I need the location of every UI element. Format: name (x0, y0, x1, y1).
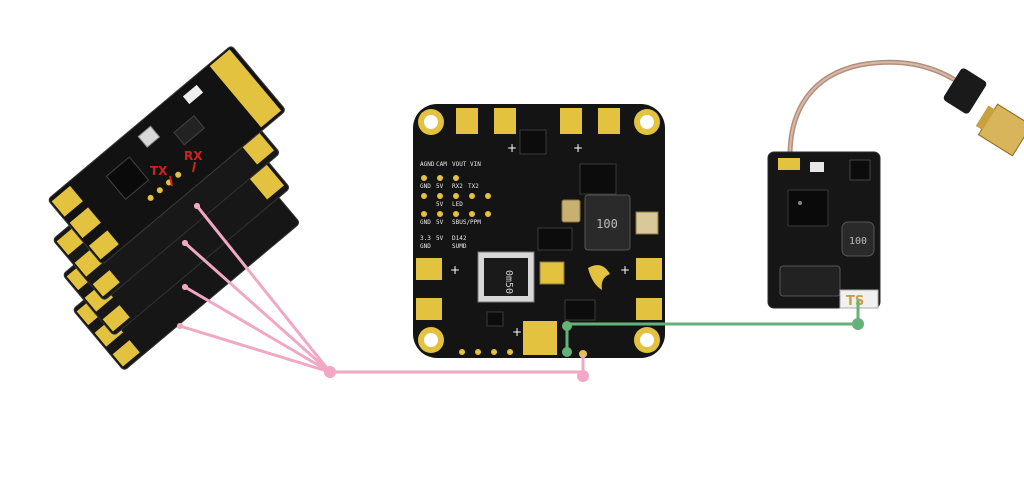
vtx-inductor (841, 221, 875, 257)
smartaudio-wire-path (565, 300, 860, 352)
svg-text:+: + (450, 263, 460, 277)
silk-d142: D142 (452, 235, 467, 242)
silk-5v-2: 5V (436, 201, 444, 208)
capacitor (561, 199, 581, 223)
pdb-inductor (584, 194, 631, 251)
silk-led: LED (452, 201, 463, 208)
silk-3v3: 3.3 (420, 235, 431, 242)
battery-pad (523, 321, 557, 355)
vtx-chip (787, 189, 829, 227)
pdb-inductor-marking: 100 (596, 217, 618, 231)
telemetry-wire-esc2 (184, 241, 331, 374)
svg-text:+: + (507, 141, 517, 155)
motor-pad (494, 108, 516, 134)
side-pad (416, 298, 442, 320)
side-pad (636, 258, 662, 280)
silk-vout: VOUT (452, 161, 467, 168)
logo-icon (588, 265, 610, 290)
telemetry-junction (324, 366, 336, 378)
ufl-connector (778, 158, 800, 170)
motor-pad (598, 108, 620, 134)
silk-gnd: GND (420, 183, 431, 190)
silk-rx2: RX2 (452, 183, 463, 190)
silk-5v-4: 5V (436, 235, 444, 242)
esc-rx-arrow (192, 161, 196, 173)
silk-5v: 5V (436, 183, 444, 190)
silk-sbus-ppm: SBUS/PPM (452, 219, 481, 226)
power-distribution-board: + + + + + AGND CAM VOUT VIN GND 5V RX2 T… (413, 104, 665, 358)
silk-cam: CAM (436, 161, 447, 168)
silk-vin: VIN (470, 161, 481, 168)
silk-sumd: SUMD (452, 243, 467, 250)
antenna-cable (787, 59, 957, 156)
svg-text:+: + (620, 263, 630, 277)
smartaudio-fc-endpoint-2 (562, 347, 572, 357)
telemetry-wire-esc3 (184, 285, 331, 374)
esc-rx-label: RX (184, 149, 203, 163)
regulator-chip (519, 129, 547, 155)
telemetry-wires (177, 203, 589, 382)
vtx-inductor-marking: 100 (849, 236, 867, 247)
svg-text:+: + (512, 325, 522, 339)
vtx-ts-label: TS (846, 294, 864, 309)
silk-tx2: TX2 (468, 183, 479, 190)
esc-stack: TX RX (48, 46, 300, 370)
silk-agnd: AGND (420, 161, 435, 168)
pin-header (421, 175, 491, 217)
esc-tx-label: TX (150, 164, 168, 178)
motor-pad (456, 108, 478, 134)
capacitor (635, 211, 659, 235)
side-pad (416, 258, 442, 280)
smartaudio-vtx-endpoint (852, 318, 864, 330)
silk-gnd-3: GND (420, 243, 431, 250)
telemetry-fc-endpoint (577, 370, 589, 382)
silk-5v-3: 5V (436, 219, 444, 226)
motor-pad (560, 108, 582, 134)
video-transmitter: 100 TS (767, 59, 1024, 309)
telemetry-wire-esc1 (195, 205, 332, 373)
telemetry-wire-esc4 (179, 324, 331, 374)
smartaudio-wire (562, 300, 864, 357)
smartaudio-fc-endpoint (562, 321, 572, 331)
side-pad (636, 298, 662, 320)
esc-board-1 (48, 46, 285, 264)
svg-text:+: + (573, 141, 583, 155)
esc-tx-arrow (169, 175, 173, 187)
silk-gnd-2: GND (420, 219, 431, 226)
shunt-resistor-marking: 0m50 (503, 270, 514, 294)
antenna-boot (943, 68, 987, 114)
sma-connector (975, 103, 1024, 157)
mosfet-chip (579, 163, 617, 195)
